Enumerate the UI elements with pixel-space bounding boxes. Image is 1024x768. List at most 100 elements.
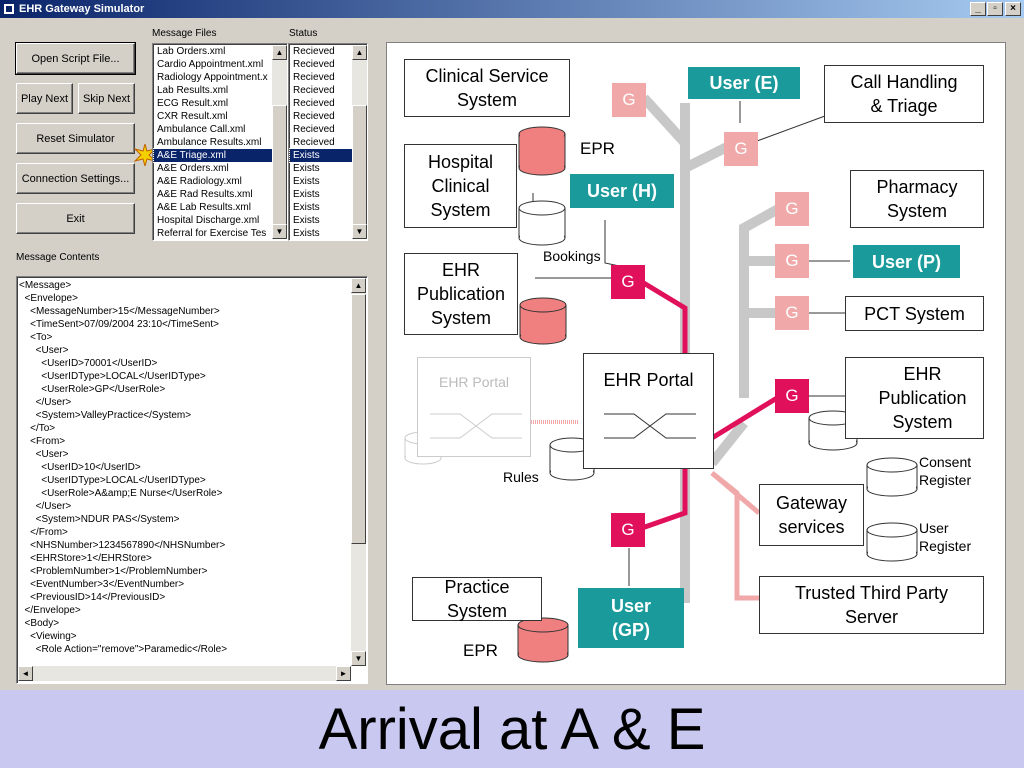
status-item[interactable]: Exists (293, 189, 320, 200)
scroll-down-icon[interactable]: ▼ (351, 651, 366, 666)
message-file-item[interactable]: Ambulance Results.xml (157, 137, 262, 148)
ehr-publication-left-database-icon (519, 297, 567, 345)
status-item[interactable]: Recieved (293, 85, 335, 96)
gateway-ehr-publication-icon: G (775, 379, 809, 413)
practice-system-box: Practice System (412, 577, 542, 621)
consent-register-database-icon (866, 457, 918, 497)
app-icon (3, 3, 15, 15)
files-scrollbar[interactable]: ▲ ▼ (272, 45, 287, 239)
message-file-item[interactable]: Hospital Discharge.xml (157, 215, 260, 226)
message-vertical-scrollbar[interactable]: ▲ ▼ (351, 278, 366, 666)
status-item[interactable]: Recieved (293, 98, 335, 109)
status-item[interactable]: Recieved (293, 111, 335, 122)
ehr-publication-system-left-box: EHR Publication System (404, 253, 518, 335)
message-horizontal-scrollbar[interactable]: ◄ ► (18, 666, 351, 681)
title-bar[interactable]: EHR Gateway Simulator _ ▫ × (0, 0, 1024, 18)
xml-line: </User> (19, 501, 72, 512)
xml-line: <EHRStore>1</EHRStore> (19, 553, 152, 564)
xml-line: <EventNumber>3</EventNumber> (19, 579, 185, 590)
open-script-file-button[interactable]: Open Script File... (15, 42, 136, 75)
exit-button[interactable]: Exit (16, 203, 135, 234)
maximize-button[interactable]: ▫ (987, 2, 1003, 16)
xml-line: </User> (19, 397, 72, 408)
gateway-pct-icon: G (775, 296, 809, 330)
xml-line: </Envelope> (19, 605, 81, 616)
status-item[interactable]: Recieved (293, 46, 335, 57)
ehr-portal-box: EHR Portal (583, 353, 714, 469)
ehr-publication-system-right-box: EHR Publication System (845, 357, 984, 439)
status-item[interactable]: Recieved (293, 124, 335, 135)
hospital-clinical-system-box: Hospital Clinical System (404, 144, 517, 228)
xml-line: <UserID>10</UserID> (19, 462, 141, 473)
xml-line: </From> (19, 527, 68, 538)
xml-line: <TimeSent>07/09/2004 23:10</TimeSent> (19, 319, 219, 330)
slide-caption: Arrival at A & E (0, 690, 1024, 768)
bookings-label: Bookings (543, 248, 601, 264)
status-item[interactable]: Recieved (293, 137, 335, 148)
close-button[interactable]: × (1005, 2, 1021, 16)
status-item[interactable]: Exists (293, 215, 320, 226)
message-file-item[interactable]: Lab Results.xml (157, 85, 229, 96)
gateway-call-handling-icon: G (724, 132, 758, 166)
status-item[interactable]: Recieved (293, 72, 335, 83)
xml-line: <System>NDUR PAS</System> (19, 514, 180, 525)
ehr-portal-ghost-label: EHR Portal (438, 374, 510, 390)
play-next-button[interactable]: Play Next (16, 83, 73, 114)
message-file-item[interactable]: A&E Orders.xml (157, 163, 229, 174)
message-file-item[interactable]: A&E Lab Results.xml (157, 202, 251, 213)
skip-next-button[interactable]: Skip Next (78, 83, 135, 114)
xml-line: <Message> (19, 280, 72, 291)
message-file-item[interactable]: Cardio Appointment.xml (157, 59, 264, 70)
user-p-box: User (P) (853, 245, 960, 278)
pharmacy-system-box: Pharmacy System (850, 170, 984, 228)
status-scrollbar[interactable]: ▲ ▼ (352, 45, 367, 239)
scroll-down-icon[interactable]: ▼ (272, 224, 287, 239)
scroll-thumb[interactable] (272, 105, 287, 225)
user-register-database-icon (866, 522, 918, 562)
status-item[interactable]: Exists (293, 228, 320, 239)
message-file-item[interactable]: A&E Triage.xml (153, 148, 274, 163)
scroll-up-icon[interactable]: ▲ (272, 45, 287, 60)
scroll-up-icon[interactable]: ▲ (352, 45, 367, 60)
scroll-thumb[interactable] (351, 294, 366, 544)
message-contents-label: Message Contents (16, 252, 100, 263)
gateway-clinical-service-icon: G (612, 83, 646, 117)
status-item[interactable]: Exists (289, 148, 353, 163)
message-file-item[interactable]: Lab Orders.xml (157, 46, 226, 57)
message-file-item[interactable]: A&E Radiology.xml (157, 176, 242, 187)
xml-line: <ProblemNumber>1</ProblemNumber> (19, 566, 208, 577)
xml-line: <Role Action="remove">Paramedic</Role> (19, 644, 228, 655)
scroll-up-icon[interactable]: ▲ (351, 278, 366, 293)
message-file-item[interactable]: CXR Result.xml (157, 111, 228, 122)
message-file-item[interactable]: A&E Rad Results.xml (157, 189, 253, 200)
status-item[interactable]: Exists (293, 163, 320, 174)
epr-bottom-database-icon (517, 617, 569, 663)
status-item[interactable]: Exists (293, 202, 320, 213)
connection-settings-button[interactable]: Connection Settings... (16, 163, 135, 194)
xml-line: <UserID>70001</UserID> (19, 358, 158, 369)
status-item[interactable]: Recieved (293, 59, 335, 70)
status-item[interactable]: Exists (293, 176, 320, 187)
xml-line: <UserRole>GP</UserRole> (19, 384, 166, 395)
scroll-thumb[interactable] (352, 105, 367, 225)
message-file-item[interactable]: Referral for Exercise Tes (157, 228, 267, 239)
scroll-left-icon[interactable]: ◄ (18, 666, 33, 681)
xml-line: <PreviousID>14</PreviousID> (19, 592, 166, 603)
consent-register-label: Consent Register (919, 454, 972, 488)
scroll-right-icon[interactable]: ► (336, 666, 351, 681)
message-file-item[interactable]: Radiology Appointment.x (157, 72, 268, 83)
trusted-third-party-server-box: Trusted Third Party Server (759, 576, 984, 634)
simulator-window: EHR Gateway Simulator _ ▫ × Open Script … (0, 0, 1024, 690)
status-label: Status (289, 28, 318, 39)
reset-simulator-button[interactable]: Reset Simulator (16, 123, 135, 154)
architecture-diagram: EHR Portal Clinical Service System Hospi… (386, 42, 1006, 685)
minimize-button[interactable]: _ (970, 2, 986, 16)
message-file-item[interactable]: ECG Result.xml (157, 98, 229, 109)
scroll-down-icon[interactable]: ▼ (352, 224, 367, 239)
message-file-item[interactable]: Ambulance Call.xml (157, 124, 246, 135)
gateway-practice-icon: G (611, 513, 645, 547)
message-contents-box[interactable]: <Message> <Envelope> <MessageNumber>15</… (16, 276, 368, 684)
xml-line: <Body> (19, 618, 60, 629)
